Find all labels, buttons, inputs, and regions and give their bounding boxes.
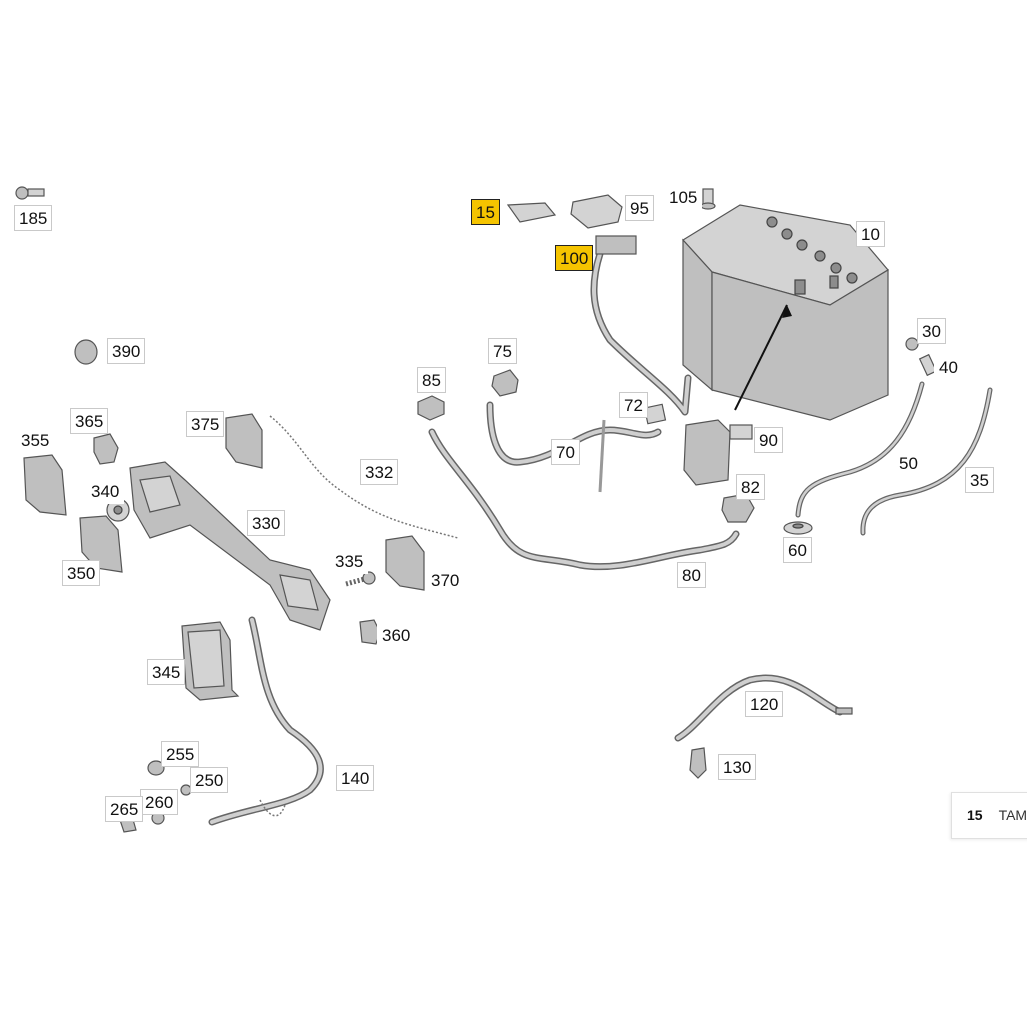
label-15-highlighted[interactable]: 15 <box>471 199 500 225</box>
part-120-strap[interactable] <box>674 674 853 742</box>
label-260[interactable]: 260 <box>140 789 179 815</box>
label-365[interactable]: 365 <box>70 408 109 434</box>
label-40[interactable]: 40 <box>934 354 963 380</box>
part-185-bolt[interactable] <box>15 186 45 200</box>
label-75[interactable]: 75 <box>488 338 517 364</box>
part-105-terminal[interactable] <box>700 188 716 210</box>
part-100-terminal-cable[interactable] <box>590 235 692 416</box>
part-365-bracket[interactable] <box>93 433 119 465</box>
label-80[interactable]: 80 <box>677 562 706 588</box>
label-330[interactable]: 330 <box>247 510 286 536</box>
label-250[interactable]: 250 <box>190 767 229 793</box>
label-140[interactable]: 140 <box>336 765 375 791</box>
label-50[interactable]: 50 <box>894 450 923 476</box>
part-332-wire[interactable] <box>269 415 459 539</box>
label-360[interactable]: 360 <box>377 622 416 648</box>
label-265[interactable]: 265 <box>105 796 144 822</box>
part-15-cap[interactable] <box>506 202 557 223</box>
label-82[interactable]: 82 <box>736 474 765 500</box>
part-130-bolt[interactable] <box>689 747 707 779</box>
part-80-cable[interactable] <box>428 428 740 571</box>
part-370-plate[interactable] <box>385 535 425 591</box>
legend-part-name: TAMPA <box>998 807 1027 823</box>
part-375-plate[interactable] <box>225 413 263 469</box>
label-60[interactable]: 60 <box>783 537 812 563</box>
part-10-battery[interactable] <box>682 204 889 421</box>
label-375[interactable]: 375 <box>186 411 225 437</box>
part-335-spring-bolt[interactable] <box>345 571 376 587</box>
part-95-cover[interactable] <box>570 194 623 229</box>
part-390-bushing[interactable] <box>74 339 98 365</box>
label-30[interactable]: 30 <box>917 318 946 344</box>
label-85[interactable]: 85 <box>417 367 446 393</box>
label-390[interactable]: 390 <box>107 338 146 364</box>
part-35-hose[interactable] <box>860 387 993 536</box>
part-legend-tooltip: 15 TAMPA <box>951 792 1027 839</box>
label-120[interactable]: 120 <box>745 691 784 717</box>
label-130[interactable]: 130 <box>718 754 757 780</box>
label-70[interactable]: 70 <box>551 439 580 465</box>
part-85-nut[interactable] <box>417 395 445 421</box>
part-30-nut[interactable] <box>905 337 919 351</box>
part-330-crossmember[interactable] <box>129 461 331 631</box>
label-90[interactable]: 90 <box>754 427 783 453</box>
part-75-nut[interactable] <box>491 369 519 397</box>
part-350-bracket[interactable] <box>79 515 123 573</box>
part-345-box[interactable] <box>181 621 240 701</box>
label-350[interactable]: 350 <box>62 560 101 586</box>
label-95[interactable]: 95 <box>625 195 654 221</box>
label-332[interactable]: 332 <box>360 459 399 485</box>
part-40-connector[interactable] <box>918 353 938 377</box>
part-60-grommet[interactable] <box>783 521 813 535</box>
label-355[interactable]: 355 <box>16 427 55 453</box>
label-100-highlighted[interactable]: 100 <box>555 245 594 271</box>
part-140-ground-cable[interactable] <box>208 616 324 826</box>
label-185[interactable]: 185 <box>14 205 53 231</box>
part-50-hose[interactable] <box>795 381 925 518</box>
label-72[interactable]: 72 <box>619 392 648 418</box>
label-345[interactable]: 345 <box>147 659 186 685</box>
label-105[interactable]: 105 <box>664 184 703 210</box>
label-370[interactable]: 370 <box>426 567 465 593</box>
part-90-fuse-box[interactable] <box>683 419 753 486</box>
part-255-bushing[interactable] <box>147 760 165 776</box>
label-340[interactable]: 340 <box>86 478 125 504</box>
label-335[interactable]: 335 <box>330 548 369 574</box>
label-10[interactable]: 10 <box>856 221 885 247</box>
legend-part-number: 15 <box>967 807 983 823</box>
label-35[interactable]: 35 <box>965 467 994 493</box>
part-355-bracket[interactable] <box>23 454 67 516</box>
label-255[interactable]: 255 <box>161 741 200 767</box>
